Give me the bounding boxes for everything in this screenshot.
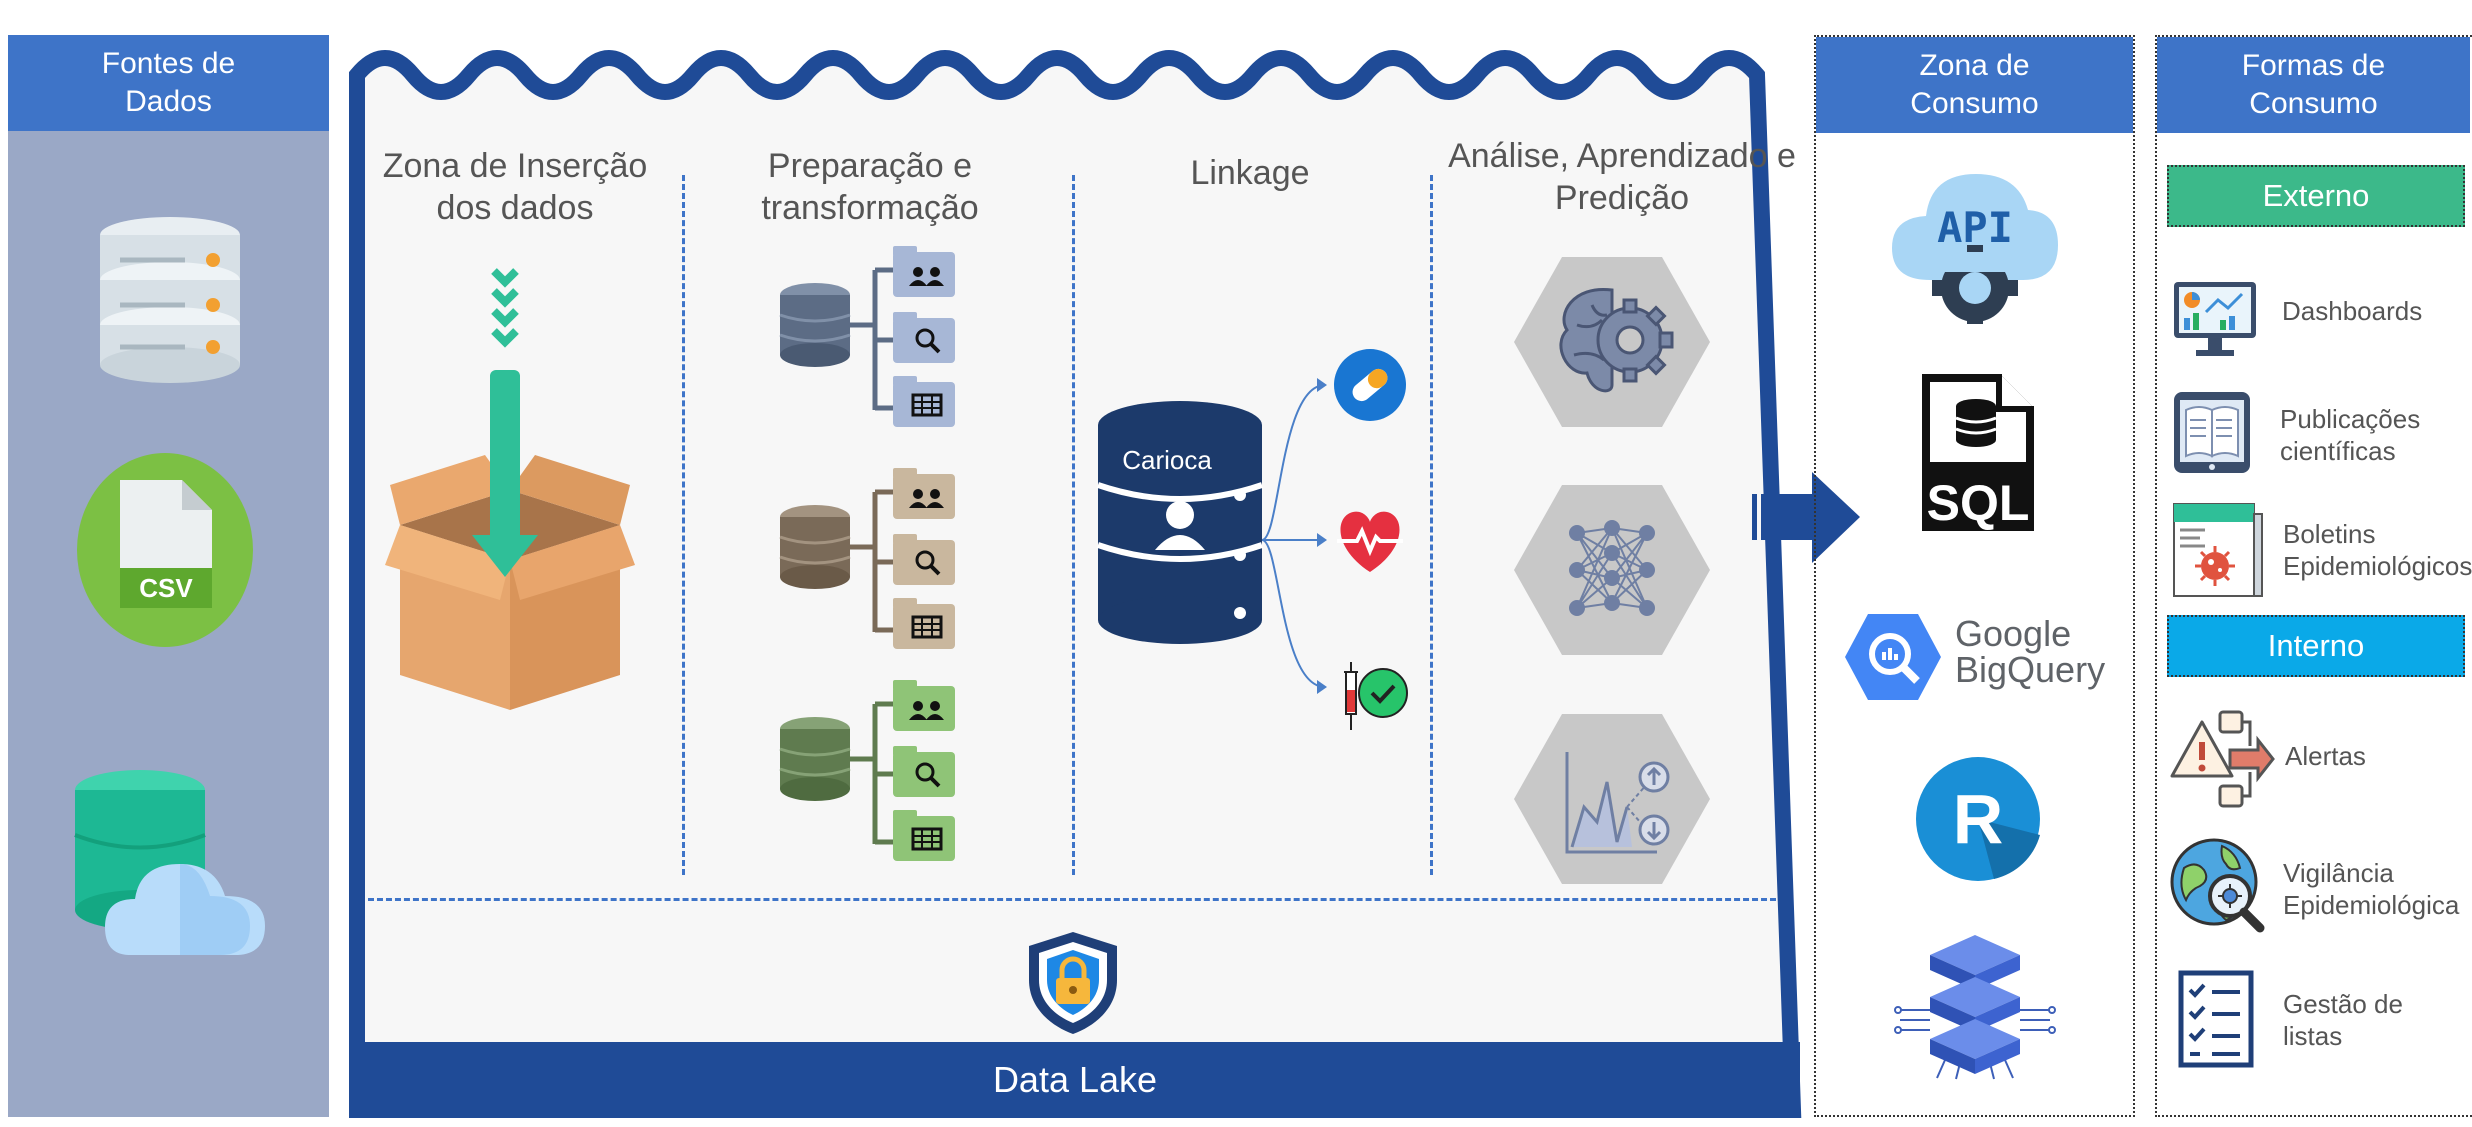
bigquery-logo-icon [1845,614,1941,700]
prep-tree-brown-icon [779,468,955,649]
form-label-boletins: Boletins Epidemiológicos [2283,519,2472,581]
cloud-database-icon [74,770,265,955]
externo-badge: Externo [2167,165,2465,227]
api-cloud-icon: API [1892,174,2058,324]
forms-header: Formas de Consumo [2157,37,2470,133]
dashboard-icon [2174,282,2256,356]
security-shield-icon [1029,932,1117,1034]
forms-title: Formas de Consumo [2241,49,2386,120]
r-label: R [1953,780,2004,858]
prep-tree-green-icon [779,680,955,861]
zone-divider [1430,175,1433,875]
form-label-gestao: Gestão de listas [2283,989,2403,1051]
form-label-dashboards: Dashboards [2282,296,2423,326]
flow-arrow-icon [1752,472,1860,563]
data-lake-frame [349,50,1802,1118]
api-label: API [1937,203,2013,252]
medicine-pill-icon [1334,349,1406,421]
sources-title: Fontes de Dados [101,47,236,118]
linkage-database-icon: Carioca [1097,378,1327,694]
scientific-publication-icon [2174,392,2250,473]
epidemiological-bulletin-icon [2173,503,2263,597]
heart-rate-icon [1337,511,1403,572]
bigquery-label-bigquery: BigQuery [1955,649,2106,690]
consumption-column [1814,35,2135,1117]
csv-label: CSV [139,573,193,603]
form-label-alertas: Alertas [2285,741,2366,771]
epidemiological-surveillance-icon [2170,838,2265,933]
linkage-db-label: Carioca [1122,445,1212,475]
vaccine-check-icon [1344,662,1408,730]
server-stack-icon [1894,935,2056,1080]
prep-tree-blue-icon [779,246,955,427]
checklist-icon [2178,970,2254,1068]
interno-badge: Interno [2167,615,2465,677]
data-insertion-icon [385,268,635,710]
consumption-title: Zona de Consumo [1910,49,2039,120]
csv-file-icon: CSV [77,453,253,647]
neural-network-icon [1514,485,1710,655]
forms-column [2155,35,2472,1117]
zone-divider [682,175,685,875]
zone-title-linkage: Linkage [1190,154,1310,192]
sql-label: SQL [1927,475,2030,531]
zone-title-preparation: Preparação e transformação [761,147,979,227]
database-server-icon [100,217,240,383]
alert-flow-icon [2170,710,2275,808]
zone-bottom-divider [368,898,1776,901]
bigquery-label-google: Google [1955,613,2072,654]
zone-divider [1072,175,1075,875]
zone-title-insertion: Zona de Inserção dos dados [382,147,648,227]
zone-title-analysis: Análise, Aprendizado e Predição [1448,137,1796,217]
r-language-icon: R [1916,757,2040,881]
consumption-header: Zona de Consumo [1816,37,2133,133]
sources-header: Fontes de Dados [8,35,329,131]
prediction-chart-icon [1514,714,1710,884]
sql-file-icon: SQL [1922,374,2034,531]
form-label-vigilancia: Vigilância Epidemiológica [2283,858,2460,920]
ai-brain-icon [1514,257,1710,427]
form-label-publicacoes: Publicações científicas [2280,404,2421,466]
data-lake-title: Data Lake [350,1042,1800,1117]
